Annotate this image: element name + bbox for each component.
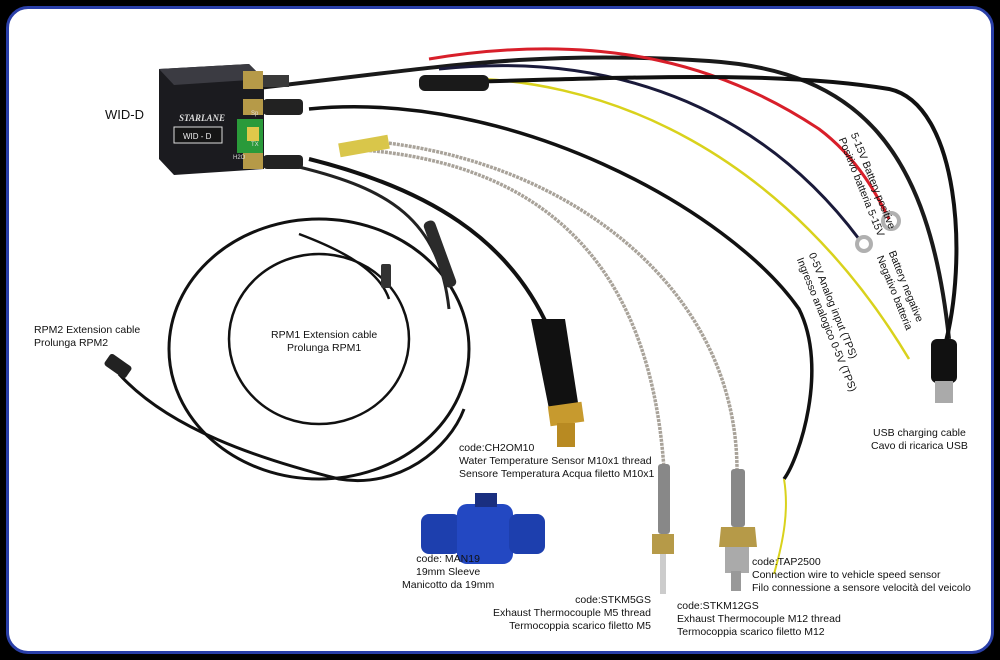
usb-inline-connector [419, 75, 489, 91]
stkm12-probe [719, 469, 757, 591]
red-wire [428, 47, 891, 220]
stkm12-braided-wire [368, 139, 739, 475]
usb-cable [418, 74, 959, 350]
rpm1-cable-loop [227, 252, 411, 426]
wid-d-unit [159, 64, 390, 175]
rpm1-cable-tail [298, 232, 391, 300]
stkm5-probe [652, 464, 674, 594]
port-label-h2o: H2O [233, 155, 246, 161]
rpm-feed-cable [298, 165, 451, 310]
port-label-tx: TX [251, 142, 259, 148]
rpm1-plug [381, 264, 391, 288]
photo-frame: STARLANE WID - D Sp TX H2O [6, 6, 994, 654]
stkm5-braided-wire [348, 147, 666, 470]
inline-fuse-holder [423, 220, 457, 288]
dark-wire [438, 64, 861, 240]
water-sensor-cable [308, 157, 551, 330]
battery-positive-ring [881, 211, 901, 231]
port-label-sp: Sp [251, 111, 259, 117]
long-black-cable [308, 105, 814, 481]
rpm2-plug [104, 353, 132, 379]
brand-logo-text: STARLANE [179, 113, 225, 123]
product-photo: STARLANE WID - D Sp TX H2O [104, 47, 959, 594]
rpm2-cable-loop [167, 217, 471, 481]
black-harness-wire [248, 55, 951, 340]
unit-face-label: WID - D [183, 132, 212, 141]
water-temperature-sensor [531, 319, 585, 447]
usb-connector [931, 339, 957, 403]
blue-sleeve-adapter [421, 493, 545, 564]
battery-negative-ring [855, 235, 873, 253]
yellow-tap-wire [773, 478, 787, 575]
wid-d-label: WID-D [105, 107, 144, 122]
rpm2-cable-tail [117, 372, 466, 482]
